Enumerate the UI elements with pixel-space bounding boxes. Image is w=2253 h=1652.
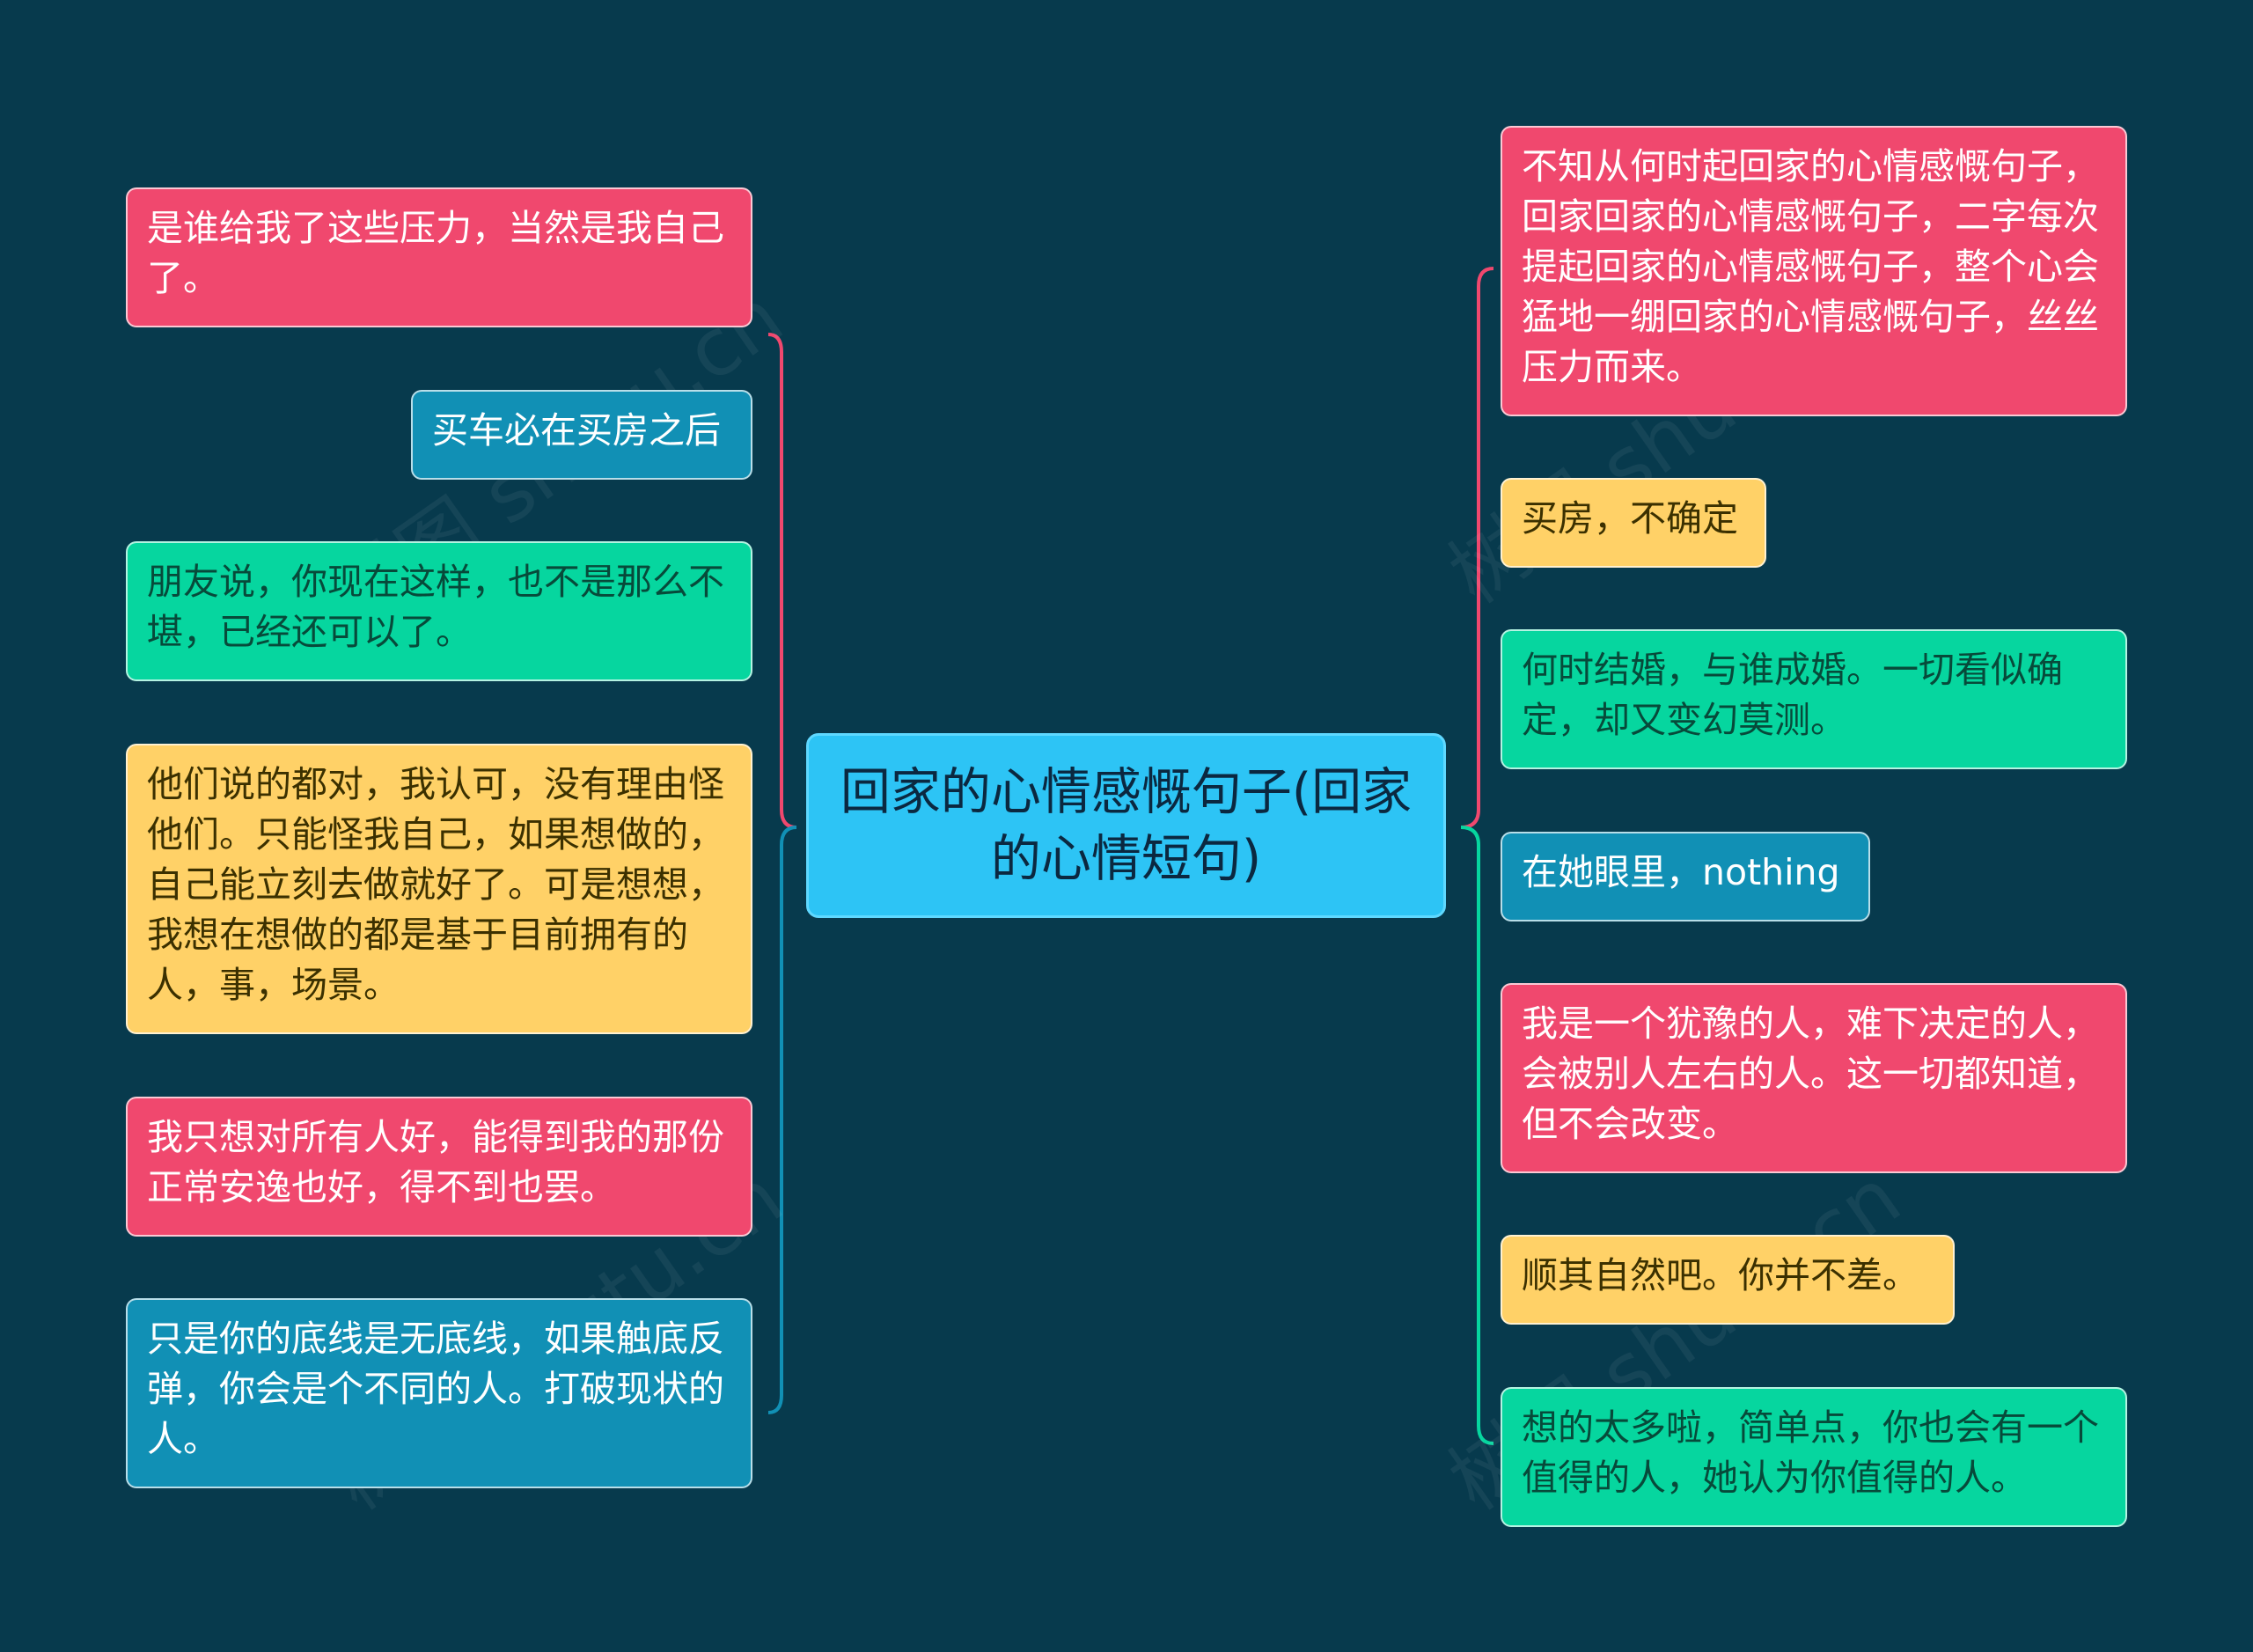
right-upper-bracket (1460, 267, 1494, 829)
left-node-5[interactable]: 我只想对所有人好，能得到我的那份正常安逸也好，得不到也罢。 (126, 1097, 752, 1237)
left-lower-bracket (767, 826, 797, 1414)
central-topic-label: 回家的心情感慨句子(回家的心情短句) (840, 763, 1413, 888)
right-node-3[interactable]: 何时结婚，与谁成婚。一切看似确定，却又变幻莫测。 (1501, 629, 2127, 769)
central-topic[interactable]: 回家的心情感慨句子(回家的心情短句) (806, 733, 1446, 918)
right-node-5[interactable]: 我是一个犹豫的人，难下决定的人，会被别人左右的人。这一切都知道，但不会改变。 (1501, 983, 2127, 1173)
left-node-6[interactable]: 只是你的底线是无底线，如果触底反弹，你会是个不同的人。打破现状的人。 (126, 1298, 752, 1488)
right-node-5-label: 我是一个犹豫的人，难下决定的人，会被别人左右的人。这一切都知道，但不会改变。 (1522, 1002, 2099, 1145)
left-node-3-label: 朋友说，你现在这样，也不是那么不堪，已经还可以了。 (147, 561, 724, 653)
right-node-7-label: 想的太多啦，简单点，你也会有一个值得的人，她认为你值得的人。 (1522, 1406, 2099, 1499)
left-node-5-label: 我只想对所有人好，能得到我的那份正常安逸也好，得不到也罢。 (147, 1116, 724, 1208)
left-node-2[interactable]: 买车必在买房之后 (411, 390, 752, 480)
right-lower-bracket (1460, 826, 1494, 1445)
left-upper-bracket (767, 333, 797, 829)
right-node-1[interactable]: 不知从何时起回家的心情感慨句子，回家回家的心情感慨句子，二字每次提起回家的心情感… (1501, 126, 2127, 416)
left-node-3[interactable]: 朋友说，你现在这样，也不是那么不堪，已经还可以了。 (126, 541, 752, 681)
right-node-3-label: 何时结婚，与谁成婚。一切看似确定，却又变幻莫测。 (1522, 649, 2063, 741)
right-node-7[interactable]: 想的太多啦，简单点，你也会有一个值得的人，她认为你值得的人。 (1501, 1387, 2127, 1527)
right-node-6[interactable]: 顺其自然吧。你并不差。 (1501, 1235, 1955, 1325)
left-node-4[interactable]: 他们说的都对，我认可，没有理由怪他们。只能怪我自己，如果想做的，自己能立刻去做就… (126, 744, 752, 1034)
left-node-1-label: 是谁给我了这些压力，当然是我自己了。 (147, 207, 724, 299)
right-node-2-label: 买房，不确定 (1522, 497, 1738, 540)
right-node-4[interactable]: 在她眼里，nothing (1501, 832, 1870, 921)
left-node-6-label: 只是你的底线是无底线，如果触底反弹，你会是个不同的人。打破现状的人。 (147, 1318, 724, 1460)
right-node-4-label: 在她眼里，nothing (1522, 851, 1840, 893)
left-node-4-label: 他们说的都对，我认可，没有理由怪他们。只能怪我自己，如果想做的，自己能立刻去做就… (147, 763, 724, 1006)
right-node-2[interactable]: 买房，不确定 (1501, 478, 1766, 568)
left-node-2-label: 买车必在买房之后 (432, 409, 721, 452)
right-node-1-label: 不知从何时起回家的心情感慨句子，回家回家的心情感慨句子，二字每次提起回家的心情感… (1522, 145, 2099, 388)
left-node-1[interactable]: 是谁给我了这些压力，当然是我自己了。 (126, 187, 752, 327)
right-node-6-label: 顺其自然吧。你并不差。 (1522, 1254, 1919, 1296)
